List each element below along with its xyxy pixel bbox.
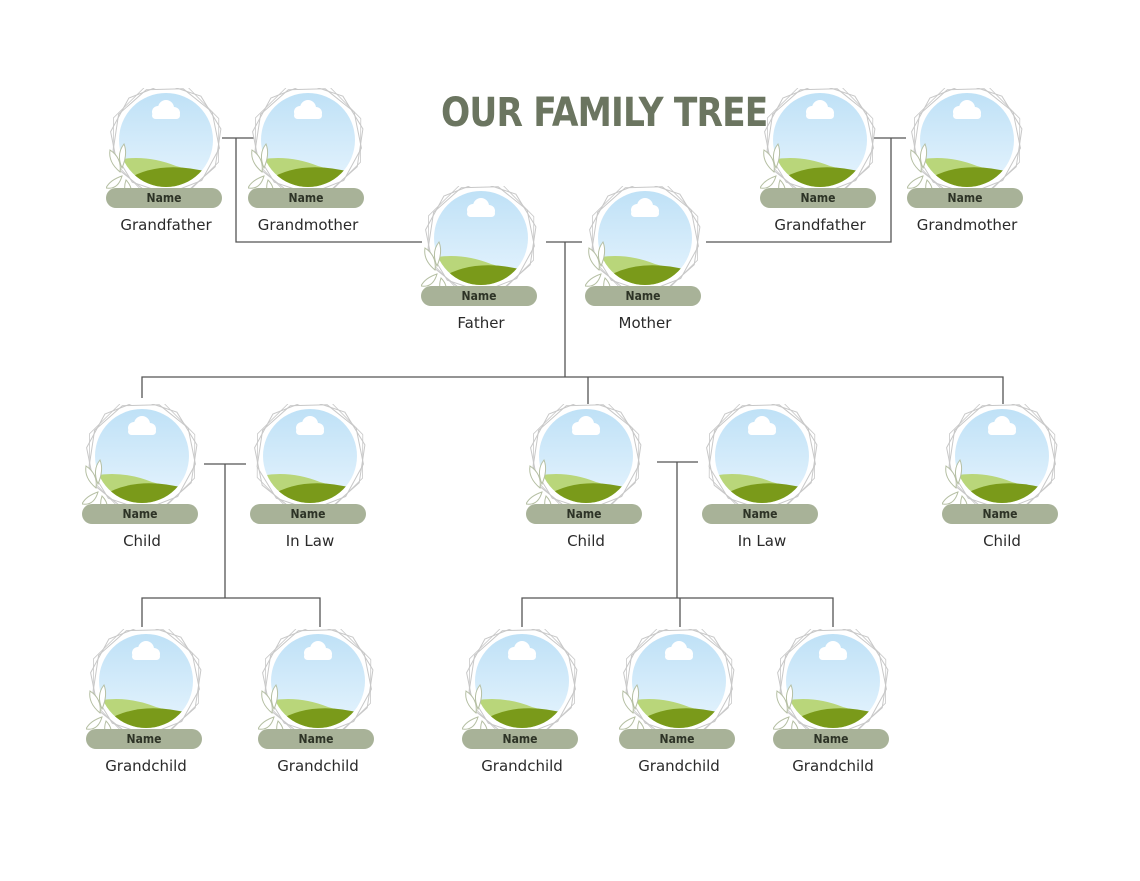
role-label: Father xyxy=(457,314,505,332)
portrait-photo-icon xyxy=(248,88,364,199)
name-label: Name xyxy=(248,188,364,208)
portrait-photo-icon xyxy=(421,186,537,297)
name-label: Name xyxy=(942,504,1058,524)
name-label: Name xyxy=(526,504,642,524)
name-label: Name xyxy=(462,729,578,749)
page-title: OUR FAMILY TREE xyxy=(441,90,768,136)
role-label: Grandchild xyxy=(638,757,720,775)
name-label: Name xyxy=(585,286,701,306)
name-label: Name xyxy=(760,188,876,208)
portrait-photo-icon xyxy=(82,404,198,515)
name-label: Name xyxy=(82,504,198,524)
role-label: Grandchild xyxy=(792,757,874,775)
portrait-photo-icon xyxy=(106,88,222,199)
member-inlaw2: Name In Law xyxy=(687,404,837,554)
role-label: In Law xyxy=(737,532,787,550)
portrait-photo-icon xyxy=(86,629,202,740)
role-label: In Law xyxy=(285,532,335,550)
portrait-photo-icon xyxy=(526,404,642,515)
role-label: Grandchild xyxy=(105,757,187,775)
portrait-photo-icon xyxy=(773,629,889,740)
member-inlaw1: Name In Law xyxy=(235,404,385,554)
role-label: Child xyxy=(123,532,161,550)
role-label: Grandfather xyxy=(774,216,866,234)
portrait-photo-icon xyxy=(706,404,818,511)
name-label: Name xyxy=(250,504,366,524)
portrait-photo-icon xyxy=(619,629,735,740)
role-label: Grandfather xyxy=(120,216,212,234)
role-label: Grandmother xyxy=(257,216,359,234)
portrait-photo-icon xyxy=(258,629,374,740)
name-label: Name xyxy=(106,188,222,208)
name-label: Name xyxy=(619,729,735,749)
role-label: Grandchild xyxy=(277,757,359,775)
portrait-photo-icon xyxy=(462,629,578,740)
role-label: Child xyxy=(567,532,605,550)
role-label: Child xyxy=(983,532,1021,550)
role-label: Grandchild xyxy=(481,757,563,775)
role-label: Mother xyxy=(618,314,672,332)
name-label: Name xyxy=(258,729,374,749)
name-label: Name xyxy=(702,504,818,524)
name-label: Name xyxy=(421,286,537,306)
role-label: Grandmother xyxy=(916,216,1018,234)
portrait-photo-icon xyxy=(254,404,366,511)
name-label: Name xyxy=(907,188,1023,208)
name-label: Name xyxy=(773,729,889,749)
name-label: Name xyxy=(86,729,202,749)
